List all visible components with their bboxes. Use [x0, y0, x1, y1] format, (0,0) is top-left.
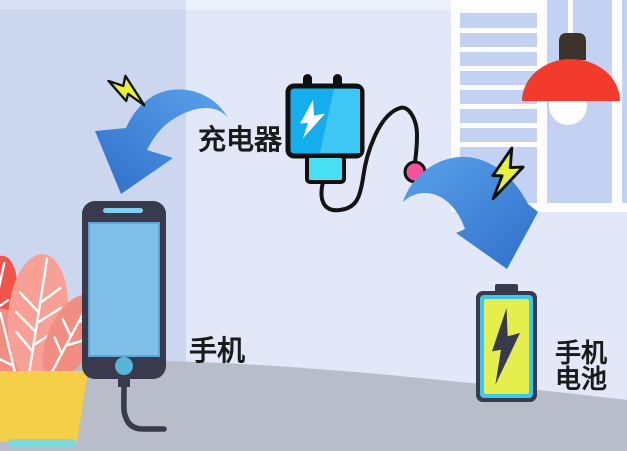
plant-pot-base	[8, 439, 76, 447]
phone-home-button	[115, 357, 133, 375]
charger-connector	[305, 154, 346, 184]
arrow-charger-to-phone-icon	[95, 89, 228, 194]
phone-speaker	[103, 208, 143, 213]
sparks	[107, 74, 525, 201]
ceiling-strip-left	[0, 0, 186, 10]
charger-highlight	[320, 89, 360, 153]
window-frame-left	[451, 0, 460, 212]
phone-illustration	[82, 201, 167, 432]
lightning-bolt-icon	[491, 146, 525, 201]
charger-lightning-icon	[300, 100, 325, 139]
plant	[0, 254, 98, 447]
lamp-shade	[522, 59, 620, 101]
battery-label-line2: 电池	[555, 365, 608, 395]
charger-label: 充电器	[198, 123, 283, 156]
charger-cable	[319, 105, 420, 213]
phone-cable	[121, 381, 167, 432]
battery-terminal	[495, 284, 518, 293]
window-sill	[451, 203, 627, 212]
pendant-lamp	[522, 0, 620, 125]
window-pane-right	[622, 0, 627, 203]
window-blinds	[460, 0, 541, 147]
phone-label: 手机	[189, 334, 246, 367]
plant-pot	[0, 371, 88, 442]
lamp-socket	[559, 33, 586, 60]
phone-connector	[118, 378, 130, 387]
battery-illustration	[476, 284, 537, 402]
lamp-cord	[568, 0, 573, 36]
charger-illustration	[285, 74, 427, 213]
phone-screen	[88, 222, 160, 357]
window-frame-divider1	[537, 0, 547, 212]
battery-lightning-icon	[492, 308, 520, 385]
window-frame-divider2	[612, 0, 622, 212]
battery-label: 手机 电池	[555, 341, 607, 393]
lightning-bolt-icon	[107, 74, 146, 107]
ceiling-strip-right	[186, 0, 627, 10]
battery-label-line1: 手机	[555, 339, 608, 369]
